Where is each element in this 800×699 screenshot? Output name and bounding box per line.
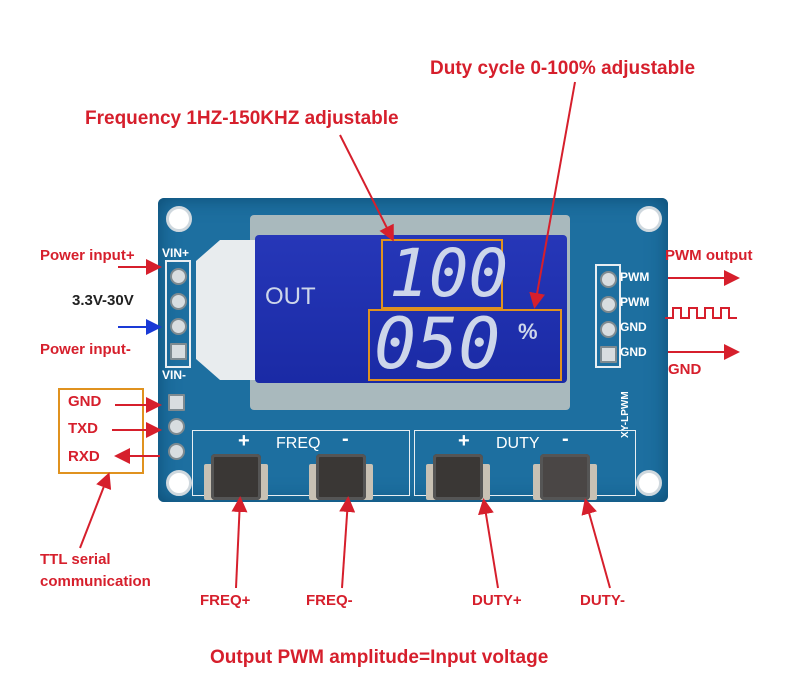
pin <box>600 296 617 313</box>
ttl-pin <box>168 443 185 460</box>
duty-plus-label: DUTY+ <box>472 592 522 609</box>
pin <box>170 293 187 310</box>
duty-arrow <box>529 81 576 309</box>
freq-minus-silk: - <box>342 428 349 450</box>
pin-label: PWM <box>620 270 650 284</box>
mount-hole <box>636 206 662 232</box>
duty-plus-arrow <box>478 498 499 589</box>
ttl-pin <box>168 418 185 435</box>
voltage-range-label: 3.3V-30V <box>72 292 134 309</box>
pin-label: GND <box>620 320 647 334</box>
pin <box>600 346 617 363</box>
duty-button-area <box>414 430 636 496</box>
footer-note: Output PWM amplitude=Input voltage <box>210 647 549 668</box>
frequency-arrow <box>339 134 394 242</box>
pin <box>170 343 187 360</box>
frequency-title: Frequency 1HZ-150KHZ adjustable <box>85 108 399 129</box>
duty-highlight: 050 % <box>368 303 562 385</box>
power-input-plus-label: Power input+ <box>40 247 135 264</box>
mount-hole <box>166 206 192 232</box>
gnd-output-label: GND <box>668 361 702 378</box>
pwm-output-label: PWM output <box>665 247 753 264</box>
duty-plus-button[interactable] <box>433 454 483 500</box>
pin-label: PWM <box>620 295 650 309</box>
vin-minus-silk: VIN- <box>162 368 186 382</box>
pin <box>600 321 617 338</box>
freq-plus-silk: + <box>238 430 250 452</box>
gnd-label: GND <box>68 393 102 410</box>
duty-minus-arrow <box>581 498 611 589</box>
ttl-label-2: communication <box>40 573 151 590</box>
txd-label: TXD <box>68 420 98 437</box>
duty-plus-silk: + <box>458 430 470 452</box>
duty-minus-silk: - <box>562 428 569 450</box>
freq-plus-label: FREQ+ <box>200 592 251 609</box>
ttl-arrow <box>79 472 112 549</box>
duty-silk: DUTY <box>496 435 540 452</box>
pin <box>170 268 187 285</box>
freq-minus-arrow <box>339 496 356 589</box>
mount-hole <box>166 470 192 496</box>
output-header <box>595 264 621 368</box>
lcd-percent: % <box>518 319 538 344</box>
duty-minus-button[interactable] <box>540 454 590 500</box>
freq-silk: FREQ <box>276 435 321 452</box>
duty-minus-label: DUTY- <box>580 592 625 609</box>
freq-minus-button[interactable] <box>316 454 366 500</box>
lcd-backlight-tab <box>196 240 256 380</box>
freq-plus-button[interactable] <box>211 454 261 500</box>
lcd-screen: OUT 100 050 % <box>255 235 567 385</box>
pin-label: GND <box>620 345 647 359</box>
frequency-highlight: 100 <box>381 235 508 312</box>
pin <box>600 271 617 288</box>
lcd-duty: 050 <box>374 303 501 385</box>
ttl-pin <box>168 394 185 411</box>
power-input-minus-label: Power input- <box>40 341 131 358</box>
rxd-label: RXD <box>68 448 100 465</box>
power-header <box>165 260 191 368</box>
duty-cycle-title: Duty cycle 0-100% adjustable <box>430 58 696 79</box>
mount-hole <box>636 470 662 496</box>
freq-plus-arrow <box>231 496 248 589</box>
lcd-out-label: OUT <box>265 283 316 310</box>
ttl-label: TTL serial <box>40 551 111 568</box>
pin <box>170 318 187 335</box>
freq-button-area <box>192 430 410 496</box>
vin-plus-silk: VIN+ <box>162 246 190 260</box>
pwm-waveform-icon <box>665 307 737 319</box>
freq-minus-label: FREQ- <box>306 592 353 609</box>
lcd-frequency: 100 <box>389 235 509 312</box>
